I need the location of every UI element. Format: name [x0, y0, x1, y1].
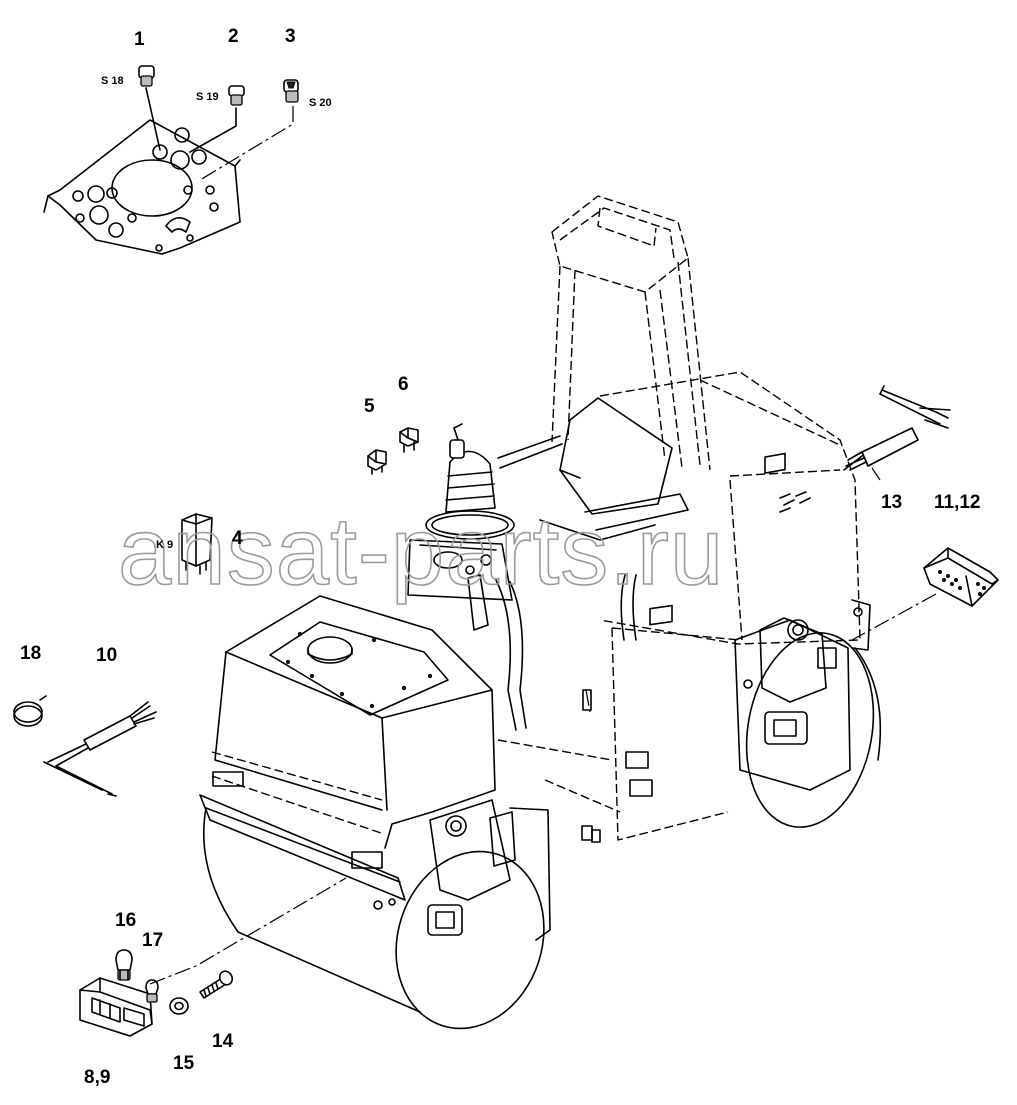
- rollover-frame: [551, 195, 711, 471]
- screw-14: [199, 970, 234, 999]
- switch-s19: [189, 85, 245, 153]
- wire-harness-10: [43, 701, 157, 797]
- rear-body: [497, 371, 861, 841]
- front-hood: [211, 595, 496, 869]
- callout-3: 3: [285, 26, 296, 47]
- callout-1: 1: [134, 29, 145, 50]
- callout-15: 15: [173, 1053, 195, 1074]
- callout-5: 5: [364, 396, 375, 417]
- washer-15: [169, 997, 189, 1015]
- tail-light-11-12: [851, 547, 999, 641]
- operator-seat: [497, 397, 689, 541]
- fuse-5: [367, 449, 387, 475]
- ref-k9: K 9: [156, 539, 173, 551]
- switch-s20: [199, 79, 299, 181]
- callout-8-9: 8,9: [84, 1067, 110, 1088]
- fuse-6: [399, 427, 419, 453]
- front-lamp-8-9: [79, 977, 153, 1037]
- hose-clamp-18: [13, 695, 47, 727]
- callout-10: 10: [96, 645, 117, 666]
- callout-14: 14: [212, 1031, 234, 1052]
- leader-lines: [149, 689, 601, 985]
- watermark-text: ansat-parts.ru: [118, 498, 724, 605]
- ref-s18: S 18: [101, 75, 124, 87]
- callout-11-12: 11,12: [934, 492, 981, 513]
- relay-k9: [181, 513, 213, 575]
- callout-18: 18: [20, 643, 41, 664]
- dashboard-panel: [43, 119, 241, 255]
- switch-s18: [138, 65, 161, 151]
- callout-4: 4: [232, 528, 243, 549]
- callout-17: 17: [142, 930, 163, 951]
- bulb-17: [145, 979, 159, 1003]
- callout-2: 2: [228, 26, 239, 47]
- callout-6: 6: [398, 374, 409, 395]
- ref-s19: S 19: [196, 91, 219, 103]
- cable-harness-13: [843, 385, 951, 481]
- callout-16: 16: [115, 910, 136, 931]
- ref-s20: S 20: [309, 97, 332, 109]
- rear-drum: [734, 599, 882, 828]
- steering-console: [407, 423, 637, 731]
- callout-13: 13: [881, 492, 902, 513]
- bulb-16: [115, 949, 133, 981]
- front-drum: [199, 794, 551, 1030]
